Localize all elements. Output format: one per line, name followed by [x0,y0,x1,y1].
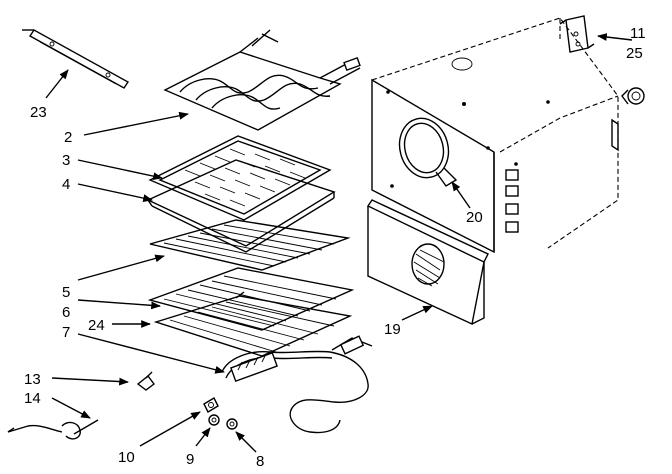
callout-19: 19 [384,321,401,338]
callout-5: 5 [62,284,70,301]
callout-23: 23 [30,104,47,121]
callout-9: 9 [186,451,194,468]
part-2-broil-element [163,29,361,131]
part-6-oven-rack [147,267,355,331]
part-23-bracket [22,29,130,89]
part-8-washer [226,418,238,430]
callout-4: 4 [62,176,70,193]
callout-8: 8 [256,453,264,470]
callout-2: 2 [64,129,72,146]
part-14-sensor [7,419,99,440]
callout-6: 6 [62,304,70,321]
part-10-screw [203,397,219,413]
part-11-bracket [559,15,595,53]
callout-20: 20 [466,209,483,226]
part-25-clamp [621,87,645,105]
leader-lines [45,33,633,453]
part-9-nut [208,414,220,426]
callout-13: 13 [24,371,41,388]
part-3-broil-pan-insert [148,135,332,221]
callout-7: 7 [62,324,70,341]
part-24-rack [153,295,353,357]
callout-24: 24 [88,317,105,334]
part-20-fan-ring [398,117,458,187]
callout-11: 11 [630,25,646,42]
part-19-rear-panel [366,199,489,326]
callout-14: 14 [24,390,41,407]
part-13-clip [136,371,155,391]
callout-3: 3 [62,152,70,169]
callout-25: 25 [626,45,643,62]
part-7-bake-element [221,335,373,434]
callout-10: 10 [118,449,135,466]
part-5-oven-rack [149,219,351,271]
part-4-broil-pan [146,159,336,253]
oven-cavity-liner [371,17,619,254]
